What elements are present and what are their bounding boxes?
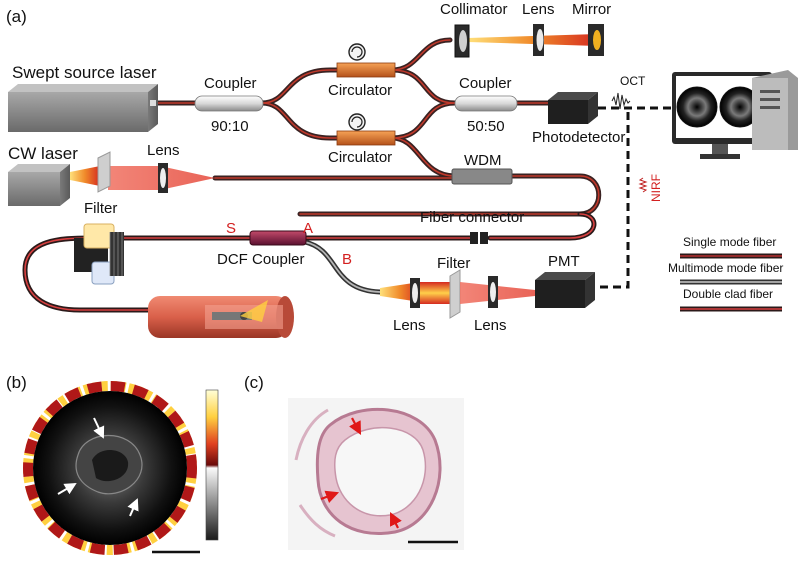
coupler-50-50 <box>454 95 518 112</box>
oct-signal-link <box>598 92 675 110</box>
fiber-connector <box>470 232 488 244</box>
lens-pmt-1-label: Lens <box>393 317 426 334</box>
oct-nirf-image <box>23 381 219 555</box>
dcf-coupler <box>249 230 307 246</box>
artery <box>148 296 294 338</box>
oct-label: OCT <box>620 74 646 88</box>
fiber-connector-label: Fiber connector <box>420 209 524 226</box>
pmt-detection <box>380 269 595 319</box>
histology-image <box>288 398 464 550</box>
swept-source-label: Swept source laser <box>12 63 157 82</box>
port-s-label: S <box>226 220 236 237</box>
swept-source-laser <box>8 84 158 132</box>
lens-cw-label: Lens <box>147 142 180 159</box>
legend-multimode: Multimode mode fiber <box>668 261 783 275</box>
port-a-label: A <box>303 220 313 237</box>
reference-arm <box>454 24 604 58</box>
collimator-label: Collimator <box>440 1 508 18</box>
coupler-top-label: Coupler <box>204 75 257 92</box>
panel-a-label: (a) <box>6 7 27 26</box>
fiber-legend: Single mode fiber Multimode mode fiber D… <box>668 235 783 312</box>
lens-top-label: Lens <box>522 1 555 18</box>
pmt-label: PMT <box>548 253 580 270</box>
circulator-bottom-label: Circulator <box>328 149 392 166</box>
coupler-right-label: Coupler <box>459 75 512 92</box>
circulator-top <box>336 43 396 78</box>
legend-double-clad: Double clad fiber <box>683 287 773 301</box>
wdm-label: WDM <box>464 152 502 169</box>
lens-pmt-2-label: Lens <box>474 317 507 334</box>
cw-laser <box>8 151 215 206</box>
computer <box>672 70 798 159</box>
dcf-coupler-label: DCF Coupler <box>217 251 305 268</box>
legend-single-mode: Single mode fiber <box>683 235 776 249</box>
nirf-label: NIRF <box>649 174 663 202</box>
coupler-top-ratio: 90:10 <box>211 118 249 135</box>
circulator-top-label: Circulator <box>328 82 392 99</box>
cw-laser-label: CW laser <box>8 144 78 163</box>
filter-pmt-label: Filter <box>437 255 470 272</box>
double-clad-fibers <box>22 211 597 313</box>
circulator-bottom <box>336 113 396 146</box>
mirror-label: Mirror <box>572 1 611 18</box>
nirf-signal-link <box>598 112 648 289</box>
wdm <box>451 168 513 185</box>
coupler-right-ratio: 50:50 <box>467 118 505 135</box>
filter-cw-label: Filter <box>84 200 117 217</box>
photodetector <box>548 92 598 124</box>
port-b-label: B <box>342 251 352 268</box>
rotary-joint <box>74 223 124 285</box>
coupler-90-10 <box>194 95 264 112</box>
photodetector-label: Photodetector <box>532 129 625 146</box>
panel-b-label: (b) <box>6 373 27 392</box>
panel-c-label: (c) <box>244 373 264 392</box>
